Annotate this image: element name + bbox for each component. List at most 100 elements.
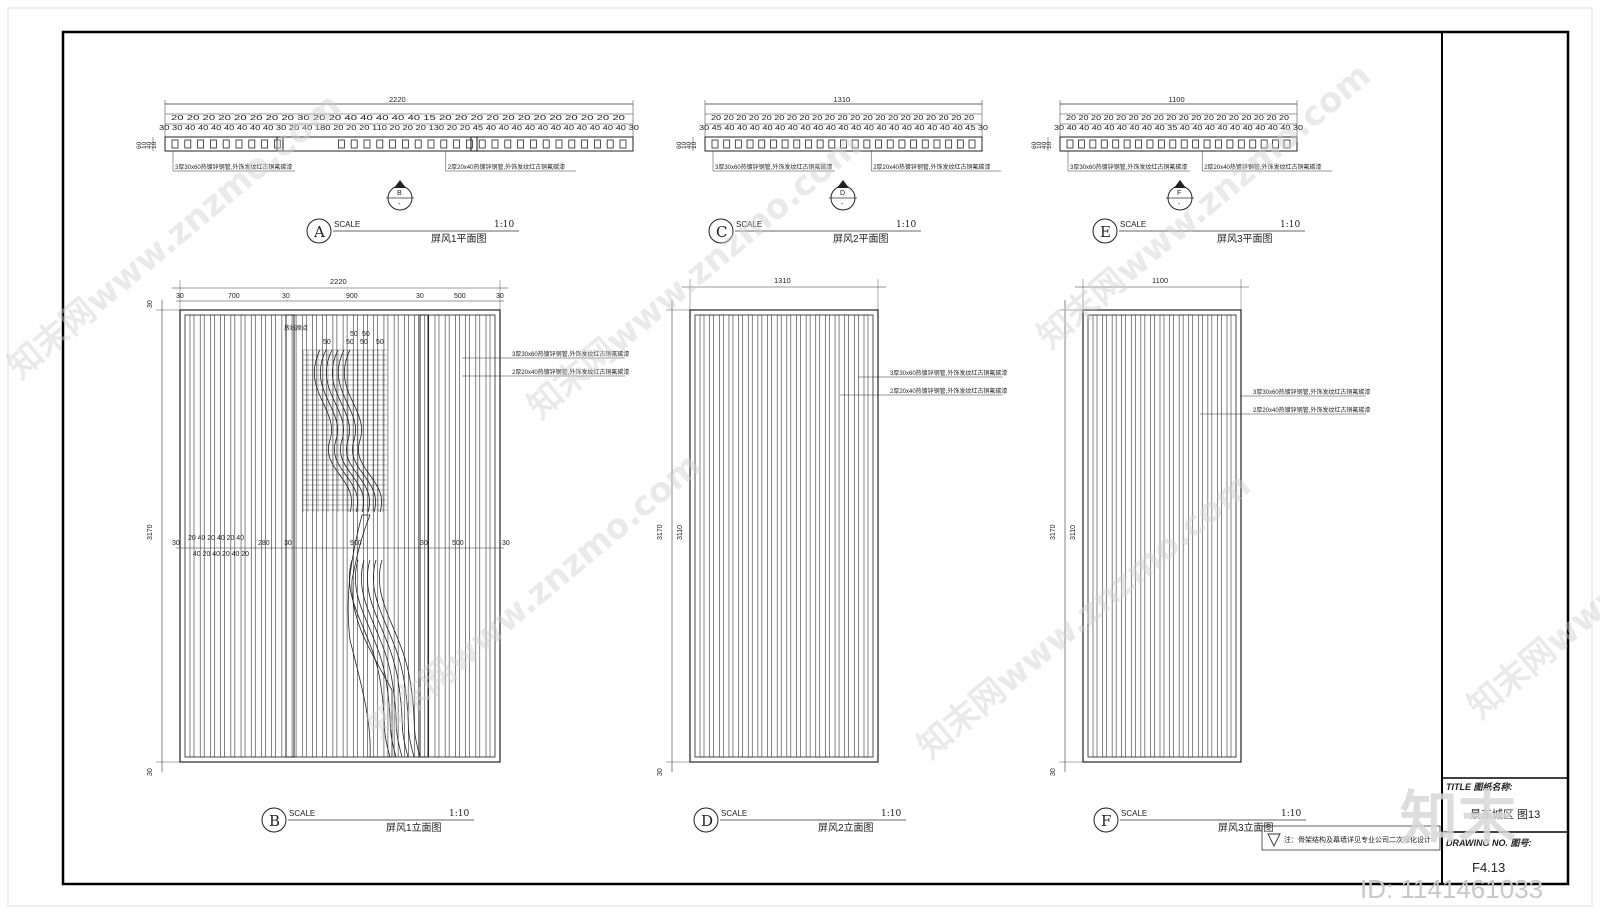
vertical-bar: [342, 314, 348, 758]
tube-section: [921, 139, 929, 149]
vertical-bar: [1169, 314, 1174, 758]
tube-section: [465, 139, 473, 149]
dimension-text: 30: [1050, 768, 1057, 776]
section-mark-letter: B: [397, 190, 402, 197]
dimension-text: 30: [176, 293, 184, 300]
view-label-letter: C: [716, 223, 727, 241]
dimension-text: 30: [420, 540, 428, 547]
vertical-bar: [485, 314, 491, 758]
tube-section: [350, 139, 358, 149]
dimension-text: 40: [146, 141, 153, 149]
tube-section: [197, 139, 205, 149]
tube-section: [1203, 139, 1211, 149]
section-mark-arrow: [394, 180, 406, 188]
view-label-letter: A: [313, 223, 325, 241]
dimension-text: 1100: [1152, 276, 1168, 285]
vertical-bar: [747, 314, 753, 758]
tube-section: [504, 139, 512, 149]
view-label-letter: B: [269, 812, 280, 830]
vertical-bar: [1226, 314, 1232, 758]
dimension-text: 280: [258, 540, 270, 547]
tube-section: [414, 139, 422, 149]
title-value: 景东城区 图13: [1470, 808, 1540, 821]
flow-band: [347, 514, 393, 758]
vertical-bar: [220, 314, 225, 758]
vertical-bar: [393, 314, 399, 758]
tube-section: [723, 139, 731, 149]
tube-section: [1112, 139, 1120, 149]
watermark-text: 知末网www.znzmo.com: [1030, 55, 1379, 357]
vertical-bar: [261, 314, 266, 758]
vertical-bar: [353, 314, 358, 758]
dimension-text: 50: [376, 339, 384, 346]
dimension-text: 20 20 20 20 20 20 20 20 20 20 20 20 20 2…: [711, 115, 974, 122]
tube-section: [1169, 139, 1177, 149]
panel-divider: [419, 314, 429, 758]
tube-section: [222, 139, 230, 149]
vertical-bar: [844, 314, 850, 758]
scale-label: SCALE: [721, 809, 747, 818]
tube-section: [542, 139, 550, 149]
tube-section: [933, 139, 941, 149]
tube-section: [863, 139, 871, 149]
vertical-bar: [444, 314, 450, 758]
drawing-no-label: DRAWING NO. 图号:: [1446, 838, 1532, 848]
vertical-bar: [240, 314, 246, 758]
dimension-text: 500: [452, 540, 464, 547]
elevation-view-B: 2220317030303厚30x60热镀锌钢管,外饰发纹红古铜氟碳漆2厚20x…: [147, 277, 629, 776]
callout-text: 2厚20x40热镀锌钢管,外饰发纹红古铜氟碳漆: [448, 163, 565, 171]
scale-value: 1:10: [449, 809, 469, 819]
tube-section: [1146, 139, 1154, 149]
vertical-bar: [210, 314, 215, 758]
scale-label: SCALE: [736, 220, 762, 229]
dimension-text: 40 20 40 20 40 20: [193, 551, 249, 558]
tube-section: [261, 139, 269, 149]
tube-section: [1283, 139, 1291, 149]
dimension-text: 900: [350, 540, 362, 547]
tube-section: [184, 139, 192, 149]
dimension-text: 50: [346, 339, 354, 346]
tube-section: [427, 139, 435, 149]
warning-icon: [1267, 833, 1281, 848]
elevation-views: 2220317030303厚30x60热镀锌钢管,外饰发纹红古铜氟碳漆2厚20x…: [147, 276, 1370, 776]
screen-plan-outline: [1059, 136, 1298, 152]
dimension-text: 1100: [1169, 95, 1185, 104]
scale-value: 1:10: [881, 809, 901, 819]
tube-section: [1123, 139, 1131, 149]
dimension-text: 30: [502, 540, 510, 547]
dimension-text: 30: [282, 293, 290, 300]
drawing-frame: [61, 30, 1570, 886]
panel-divider: [285, 314, 295, 758]
wave-curve: [348, 559, 391, 758]
callout-text: 2厚20x40热镀锌钢管,外饰发纹红古铜氟碳漆: [890, 387, 1007, 395]
dimension-text: 40: [686, 141, 693, 149]
vertical-bar: [301, 314, 307, 758]
tube-section: [337, 139, 345, 149]
tube-section: [968, 139, 976, 149]
callout-text: 3厚30x60热镀锌钢管,外饰发纹红古铜氟碳漆: [175, 163, 292, 171]
dimension-text: 3170: [147, 524, 154, 540]
vertical-bar: [322, 314, 327, 758]
dimension-text: 20 20 20 20 20 20 20 20 20 20 20 20 20 2…: [1066, 115, 1289, 122]
watermark-text: 知末网www.znzmo.com: [910, 465, 1259, 767]
tube-section: [1135, 139, 1142, 149]
view-title: 屏风3平面图: [1217, 233, 1273, 245]
tube-section: [594, 139, 601, 149]
callout-text: 2厚20x40热镀锌钢管,外饰发纹红古铜氟碳漆: [873, 163, 990, 171]
view-label-circle: [708, 218, 734, 244]
view-title: 屏风3立面图: [1218, 821, 1274, 834]
dimension-text: 1310: [834, 95, 851, 104]
vertical-bar: [805, 314, 811, 758]
dimension-text: 2220: [389, 95, 406, 104]
vertical-bar: [728, 314, 734, 758]
tube-section: [770, 139, 777, 149]
dimension-text: 30: [284, 540, 292, 547]
tube-section: [363, 139, 371, 149]
vertical-bar: [1159, 314, 1165, 758]
tube-section: [840, 139, 847, 149]
elevation-view-F: 110031703031103厚30x60热镀锌钢管,外饰发纹红古铜氟碳漆2厚2…: [1050, 276, 1370, 776]
tube-section: [606, 139, 614, 149]
tube-section: [793, 139, 801, 149]
